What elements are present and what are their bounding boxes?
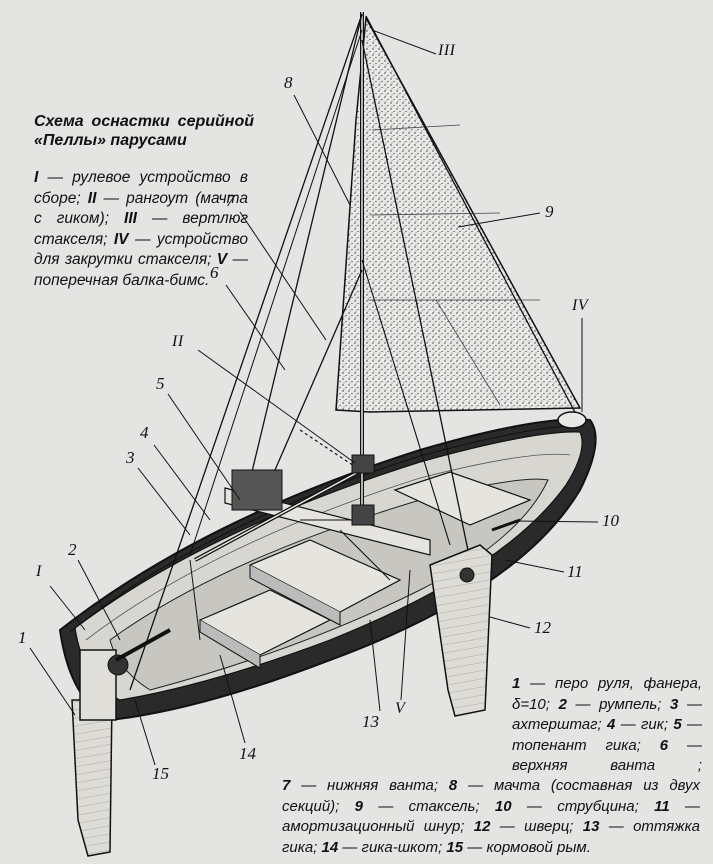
legend-bottom: 7 — нижняя ванта; 8 — мачта (составная и… bbox=[282, 776, 700, 858]
label-roman-4: IV bbox=[572, 297, 589, 314]
mainsheet bbox=[189, 559, 201, 641]
label-7: 7 bbox=[226, 191, 235, 210]
label-4: 4 bbox=[140, 423, 149, 442]
legend-key: 1 bbox=[512, 675, 521, 692]
upper-shroud bbox=[249, 13, 363, 481]
legend-key: 10 bbox=[494, 797, 512, 815]
legend-bottom-right: 1 — перо руля, фанера, δ=10; 2 — румпель… bbox=[512, 674, 702, 777]
leeboard bbox=[429, 544, 493, 717]
legend-text: — гик; bbox=[620, 716, 669, 733]
legend-text: — струбцина; bbox=[526, 797, 639, 815]
legend-text: — перо руля, фанера, bbox=[530, 675, 702, 692]
legend-key: III bbox=[124, 210, 137, 227]
legend-key: II bbox=[87, 189, 97, 207]
legend-key: V bbox=[216, 251, 228, 268]
legend-key: 5 bbox=[673, 716, 682, 733]
label-9: 9 bbox=[545, 202, 554, 221]
legend-text: — шверц; bbox=[499, 818, 574, 835]
label-8: 8 bbox=[284, 73, 293, 92]
legend-text: — кормовой рым. bbox=[467, 838, 591, 856]
legend-text: — рулевое устройство в сборе; bbox=[34, 169, 248, 207]
legend-key: 11 bbox=[654, 797, 670, 815]
legend-text: — топенант гика; bbox=[512, 716, 703, 754]
legend-text: — оттяжка гика; bbox=[282, 818, 701, 856]
label-10: 10 bbox=[602, 511, 619, 530]
legend-text: — ахтерштаг; bbox=[512, 695, 702, 734]
label-roman-3: III bbox=[438, 42, 456, 59]
label-11: 11 bbox=[567, 562, 583, 581]
lower-shroud bbox=[274, 269, 363, 471]
topping-lift bbox=[189, 29, 363, 556]
label-3: 3 bbox=[126, 448, 135, 467]
label-2: 2 bbox=[68, 540, 77, 559]
label-15: 15 bbox=[152, 764, 169, 783]
clamp bbox=[491, 518, 521, 532]
shroud-right bbox=[361, 39, 471, 561]
diagram-title: Схема оснастки серийной «Пеллы» парусами bbox=[34, 113, 254, 149]
legend-text: — вертлюг стакселя; bbox=[34, 210, 248, 248]
label-6: 6 bbox=[210, 263, 219, 282]
forward-thwart bbox=[393, 471, 532, 526]
legend-key: 9 bbox=[354, 797, 364, 815]
legend-text: — поперечная балка-бимс. bbox=[34, 251, 248, 289]
label-14: 14 bbox=[239, 744, 256, 763]
legend-text: — амортизационный шнур; bbox=[282, 797, 701, 836]
legend-key: 6 bbox=[659, 736, 669, 754]
legend-text: — гика-шкот; bbox=[342, 838, 443, 856]
label-5: 5 bbox=[156, 374, 165, 393]
label-roman-5: V bbox=[395, 700, 406, 717]
legend-top: I — рулевое устройство в сборе; II — ран… bbox=[34, 168, 248, 291]
label-1: 1 bbox=[18, 628, 27, 647]
legend-key: 15 bbox=[446, 838, 464, 856]
legend-key: 2 bbox=[558, 695, 567, 713]
staysail-sail bbox=[335, 15, 582, 413]
legend-text: — нижняя ванта; bbox=[301, 777, 439, 794]
furler-drum bbox=[557, 411, 587, 429]
backstay bbox=[129, 13, 363, 691]
forestay bbox=[365, 15, 579, 419]
label-12: 12 bbox=[534, 618, 551, 637]
legend-key: I bbox=[34, 169, 39, 186]
legend-key: 12 bbox=[473, 818, 491, 835]
legend-key: 4 bbox=[607, 716, 616, 733]
rudder-blade bbox=[71, 699, 113, 857]
middle-thwart bbox=[248, 539, 402, 613]
legend-key: IV bbox=[113, 230, 129, 248]
legend-key: 3 bbox=[670, 695, 679, 713]
legend-key: 14 bbox=[321, 838, 339, 856]
legend-text: — верхняя ванта ; bbox=[512, 736, 702, 775]
label-roman-1: I bbox=[36, 563, 42, 580]
legend-text: δ=10; bbox=[512, 695, 550, 713]
label-roman-2: II bbox=[172, 333, 184, 350]
legend-key: 7 bbox=[282, 777, 291, 794]
legend-key: 13 bbox=[582, 818, 600, 835]
legend-text: — рангоут (мачта с гиком); bbox=[34, 189, 249, 228]
label-13: 13 bbox=[362, 712, 379, 731]
legend-text: — румпель; bbox=[575, 695, 662, 713]
legend-text: — стаксель; bbox=[378, 797, 480, 815]
legend-key: 8 bbox=[448, 777, 458, 794]
tiller bbox=[115, 628, 171, 662]
legend-text: — мачта (составная из двух секций); bbox=[282, 777, 700, 815]
legend-text: — устройство для закрутки стакселя; bbox=[34, 230, 248, 269]
